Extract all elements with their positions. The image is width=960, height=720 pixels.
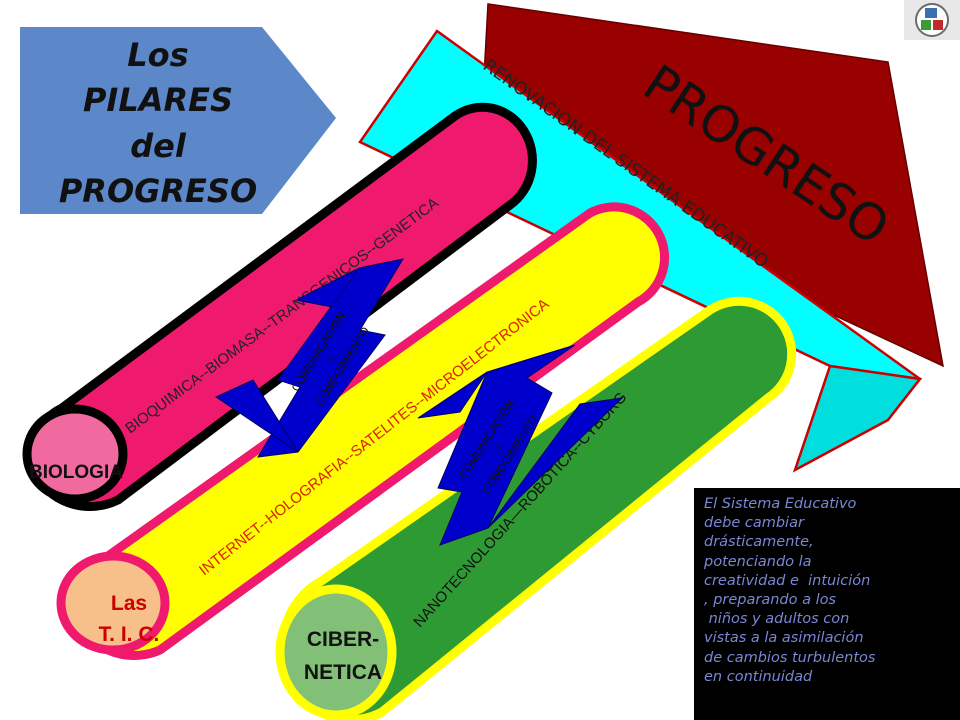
note-line: creatividad e intuición [704, 572, 871, 589]
title-line-1: Los [127, 36, 188, 74]
pillar-tics-name-1: Las [111, 592, 147, 615]
pillar-cibernetica-name-2: NETICA [304, 661, 382, 684]
title-box: Los PILARES del PROGRESO [20, 27, 336, 214]
pillar-cibernetica-name-1: CIBER- [307, 628, 379, 651]
note-line: en continuidad [704, 668, 813, 685]
note-line: El Sistema Educativo [704, 496, 857, 512]
note-line: vistas a la asimilación [704, 630, 864, 647]
note-line: de cambios turbulentos [704, 649, 876, 666]
note-line: potenciando la [704, 553, 812, 570]
note-line: , preparando a los [704, 592, 837, 609]
pillar-tics-name-2: T. I. C. [99, 623, 160, 646]
cube-logo-icon [904, 0, 960, 40]
note-line: debe cambiar [704, 515, 804, 532]
note-box: El Sistema Educativo debe cambiar drástica… [694, 488, 960, 720]
pillar-biologia-name: BIOLOGIA [29, 462, 123, 483]
title-line-2: PILARES [83, 81, 233, 119]
note-line: drásticamente, [704, 534, 814, 551]
title-line-3: del [130, 127, 187, 165]
title-line-4: PROGRESO [59, 172, 257, 210]
note-line: niños y adultos con [704, 611, 850, 628]
